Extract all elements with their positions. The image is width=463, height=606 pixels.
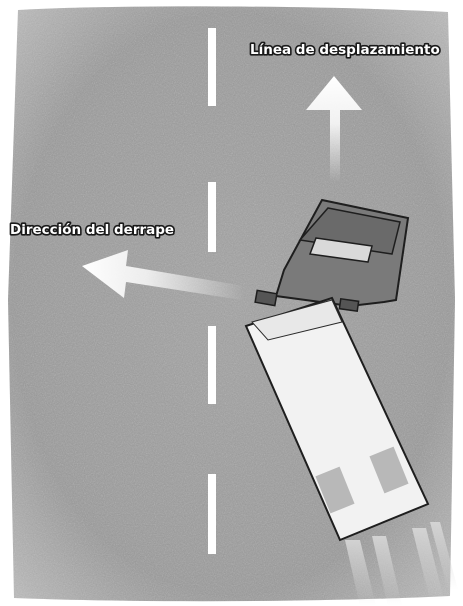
jackknifed-truck-icon — [244, 198, 430, 542]
lane-dash — [208, 182, 216, 252]
arrow-left-icon — [82, 250, 244, 300]
lane-center-line — [208, 28, 216, 554]
truck-cab — [254, 198, 410, 313]
arrow-up-icon — [306, 76, 362, 182]
lane-dash — [208, 326, 216, 404]
lane-dash — [208, 474, 216, 554]
tire-tracks — [345, 522, 458, 606]
truck-trailer — [244, 296, 430, 542]
skid-direction-label: Dirección del derrape — [10, 222, 174, 238]
travel-line-label: Línea de desplazamiento — [250, 42, 440, 58]
lane-dash — [208, 28, 216, 106]
